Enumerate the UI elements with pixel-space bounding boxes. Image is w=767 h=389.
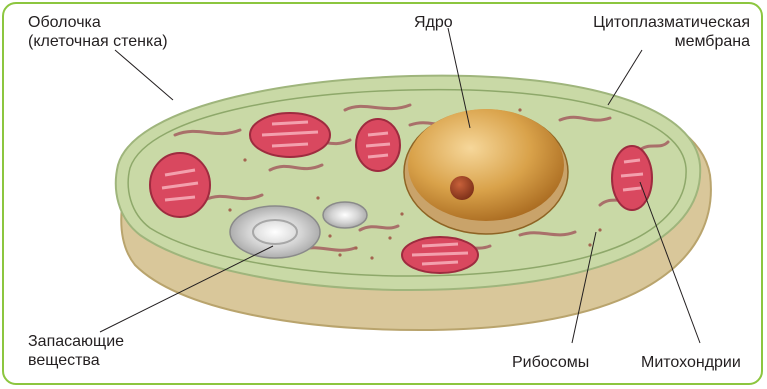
label-membrane: Цитоплазматическая мембрана — [593, 13, 750, 51]
label-membrane-line2: мембрана — [593, 32, 750, 51]
label-ribosomes: Рибосомы — [512, 353, 589, 372]
mitochondrion — [402, 237, 478, 273]
label-storage-line1: Запасающие — [28, 332, 124, 351]
label-mitochondria: Митохондрии — [641, 353, 741, 372]
label-storage: Запасающие вещества — [28, 332, 124, 370]
mitochondrion — [150, 153, 210, 217]
label-shell: Оболочка (клеточная стенка) — [28, 13, 168, 51]
label-membrane-line1: Цитоплазматическая — [593, 13, 750, 32]
mitochondrion — [250, 113, 330, 157]
nucleolus — [450, 176, 474, 200]
label-nucleus: Ядро — [414, 13, 453, 32]
mitochondrion — [612, 146, 652, 210]
label-shell-line1: Оболочка — [28, 13, 168, 32]
label-shell-line2: (клеточная стенка) — [28, 32, 168, 51]
mitochondrion — [356, 119, 400, 171]
label-storage-line2: вещества — [28, 351, 124, 370]
nucleus — [404, 109, 568, 234]
